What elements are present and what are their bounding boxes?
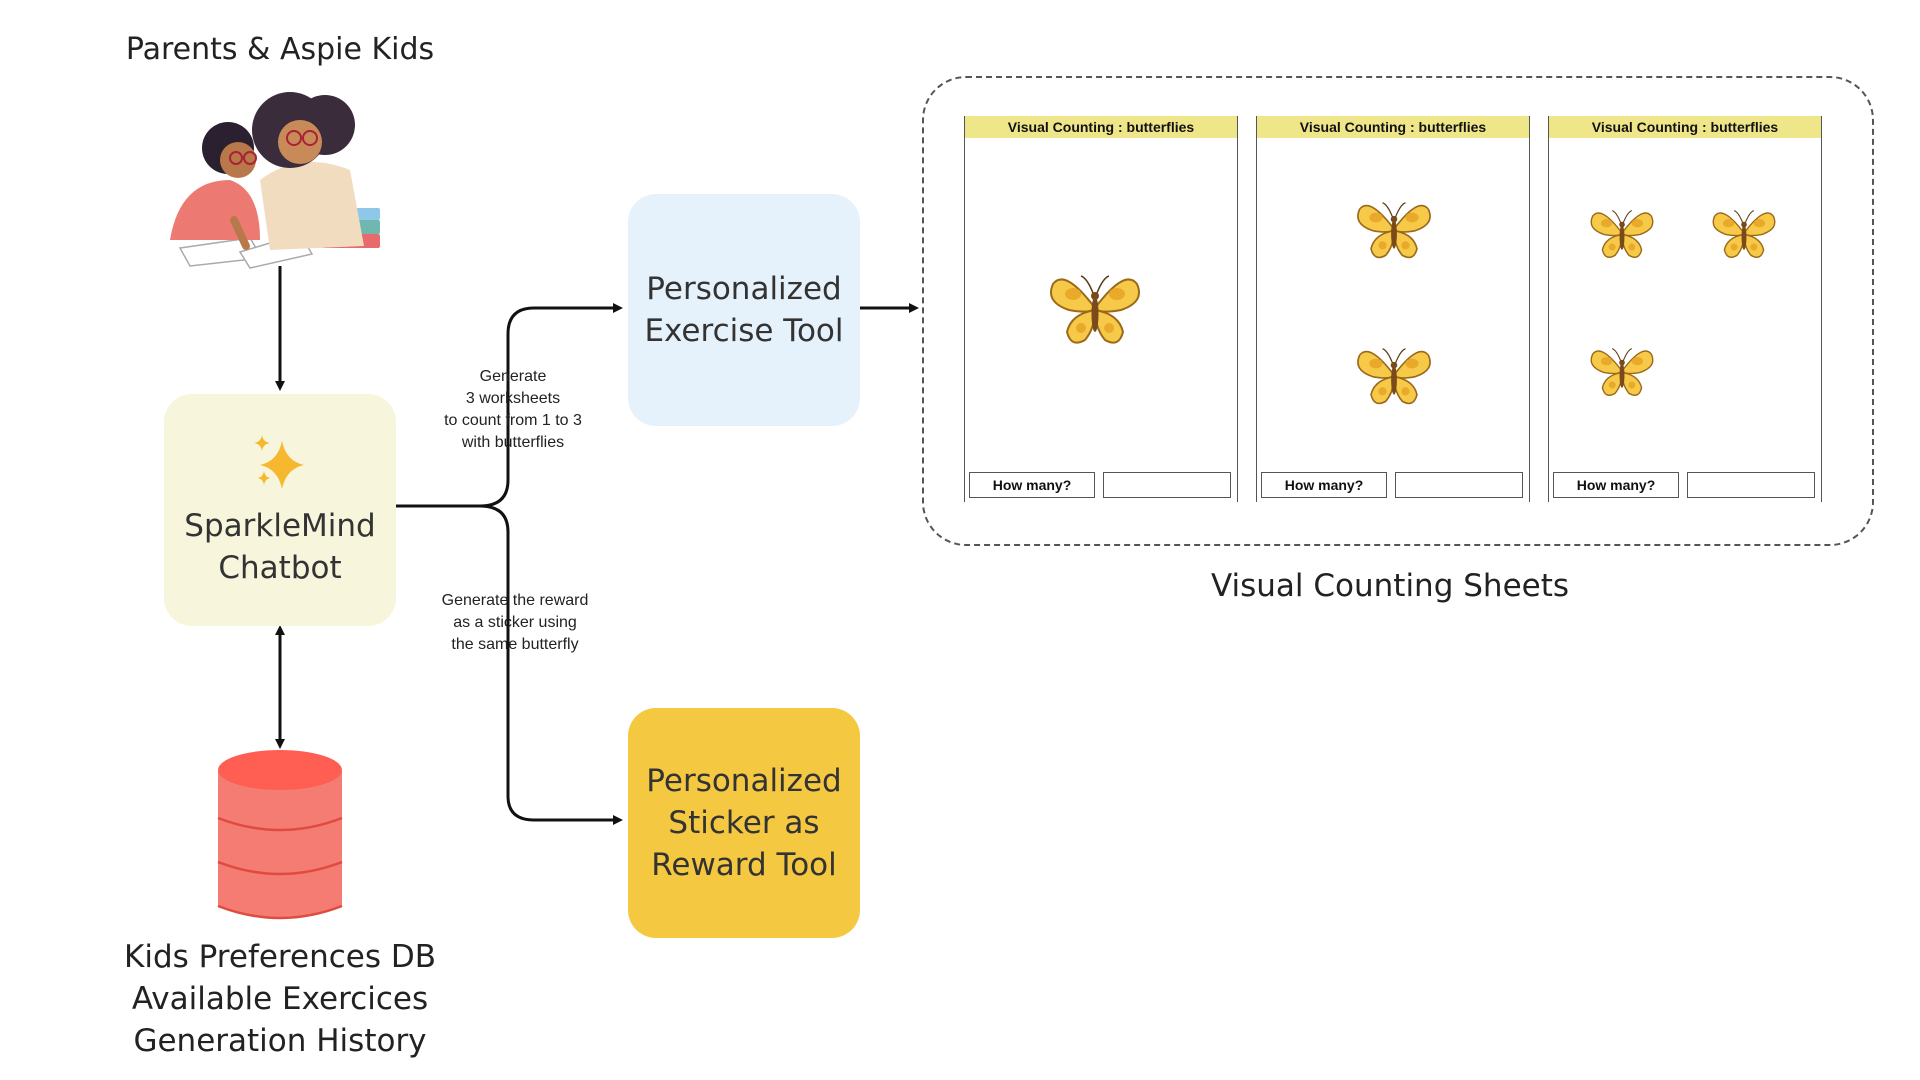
parents-label: Parents & Aspie Kids xyxy=(125,32,435,67)
butterfly-icon xyxy=(1587,198,1657,272)
edge-label-exercise-line: to count from 1 to 3 xyxy=(444,412,582,429)
worksheet-title: Visual Counting : butterflies xyxy=(965,116,1237,138)
sheets-caption: Visual Counting Sheets xyxy=(1210,568,1570,604)
edge-label-sticker-line: the same butterfly xyxy=(451,636,579,653)
answer-box xyxy=(1395,472,1523,498)
connector-chatbot-branch xyxy=(396,303,623,508)
butterfly-icon xyxy=(1353,334,1435,420)
butterfly-icon xyxy=(1045,258,1145,362)
chatbot-title-line2: Chatbot xyxy=(218,550,342,586)
edge-label-sticker-line: Generate the reward xyxy=(441,592,589,609)
answer-box xyxy=(1687,472,1815,498)
worksheet-title: Visual Counting : butterflies xyxy=(1549,116,1821,138)
parent-child-illustration xyxy=(170,92,380,269)
sticker-tool-node: Personalized Sticker as Reward Tool xyxy=(628,708,860,938)
worksheet-2: Visual Counting : butterflies How many? xyxy=(1256,116,1530,502)
edge-label-sticker: Generate the reward as a sticker using t… xyxy=(420,590,610,656)
edge-label-exercise-line: with butterflies xyxy=(461,434,565,451)
edge-label-exercise-line: Generate xyxy=(479,368,547,385)
chatbot-node: SparkleMind Chatbot xyxy=(164,394,396,626)
worksheet-title: Visual Counting : butterflies xyxy=(1257,116,1529,138)
sheets-frame xyxy=(922,76,1874,546)
how-many-label: How many? xyxy=(1261,472,1387,498)
chatbot-title-line1: SparkleMind xyxy=(184,508,376,544)
edge-label-sticker-line: as a sticker using xyxy=(453,614,577,631)
sparkles-icon xyxy=(254,435,304,489)
sticker-tool-label: Personalized Sticker as Reward Tool xyxy=(646,763,842,883)
database-label-line: Generation History xyxy=(133,1023,427,1059)
butterfly-icon xyxy=(1587,336,1657,410)
how-many-label: How many? xyxy=(1553,472,1679,498)
database-icon xyxy=(217,750,343,920)
database-label-line: Available Exercices xyxy=(131,981,429,1017)
database-label-line: Kids Preferences DB xyxy=(124,939,436,975)
connector-chatbot-sticker xyxy=(479,504,623,825)
butterfly-icon xyxy=(1353,188,1435,274)
how-many-label: How many? xyxy=(969,472,1095,498)
answer-box xyxy=(1103,472,1231,498)
butterfly-icon xyxy=(1709,198,1779,272)
edge-label-exercise-line: 3 worksheets xyxy=(465,390,561,407)
exercise-tool-label: Personalized Exercise Tool xyxy=(644,271,844,349)
edge-label-exercise: Generate 3 worksheets to count from 1 to… xyxy=(418,366,608,454)
database-label: Kids Preferences DB Available Exercices … xyxy=(70,936,490,1062)
exercise-tool-node: Personalized Exercise Tool xyxy=(628,194,860,426)
worksheet-1: Visual Counting : butterflies How many? xyxy=(964,116,1238,502)
worksheet-3: Visual Counting : butterflies How many? xyxy=(1548,116,1822,502)
